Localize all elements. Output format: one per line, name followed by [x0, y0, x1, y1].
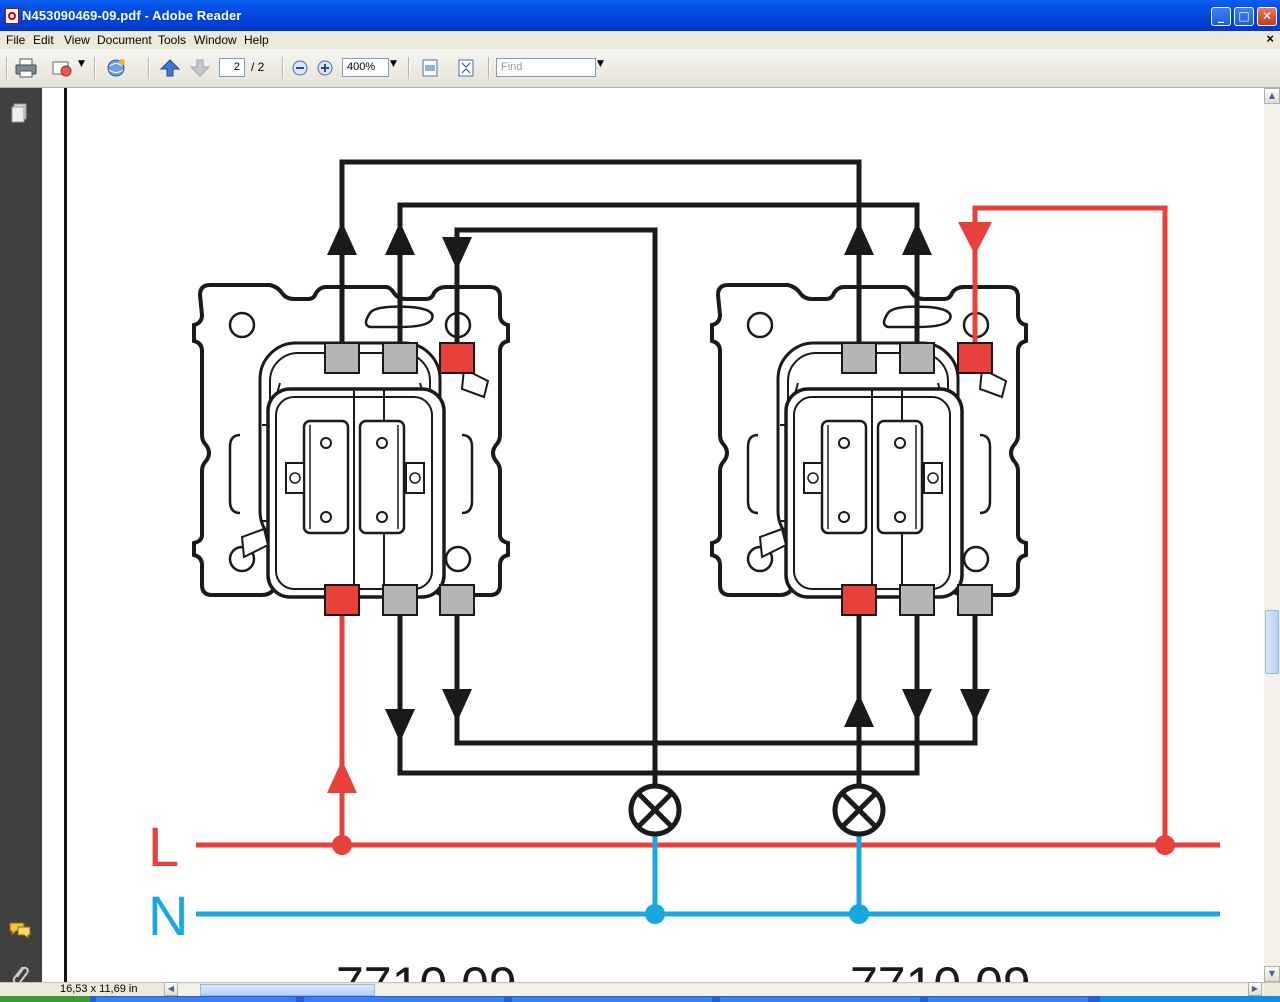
- lamp-1: [628, 783, 682, 837]
- direction-arrows: [327, 222, 990, 742]
- maximize-button[interactable]: □: [1234, 7, 1254, 26]
- left-switch-code: 7710 09: [336, 957, 517, 982]
- status-bar: 16,53 x 11,69 in ◀ ▶: [0, 982, 1280, 997]
- horizontal-scroll-thumb[interactable]: [200, 984, 375, 996]
- live-wires: [196, 205, 1220, 848]
- comments-icon[interactable]: [8, 920, 32, 940]
- page-number-input[interactable]: 2: [219, 58, 245, 77]
- menu-document[interactable]: Document: [97, 33, 152, 47]
- toolbar-separator: [148, 57, 150, 79]
- neutral-label: N: [148, 884, 188, 947]
- attachments-icon[interactable]: [9, 962, 31, 986]
- right-switch-code: 7710 09: [850, 957, 1031, 982]
- page-left-edge: [64, 88, 67, 982]
- taskbar-button[interactable]: [96, 997, 296, 1002]
- toolbar-separator: [488, 57, 490, 79]
- close-button[interactable]: ✕: [1257, 7, 1277, 26]
- find-input[interactable]: Find: [496, 58, 596, 77]
- scroll-up-icon[interactable]: ▲: [1264, 88, 1280, 104]
- live-junction: [332, 835, 352, 855]
- search-web-icon[interactable]: [104, 57, 128, 79]
- system-tray: [1100, 996, 1280, 1002]
- right-double-switch: [710, 283, 1028, 599]
- fit-page-icon[interactable]: [454, 57, 478, 79]
- toolbar-separator: [408, 57, 410, 79]
- previous-page-icon[interactable]: [158, 57, 182, 79]
- window-title: N453090469-09.pdf - Adobe Reader: [22, 8, 242, 23]
- email-pdf-icon[interactable]: [50, 57, 74, 79]
- taskbar-button[interactable]: [304, 997, 504, 1002]
- zoom-in-icon[interactable]: [315, 57, 335, 79]
- find-dropdown-icon[interactable]: ▼: [597, 59, 604, 69]
- document-close-icon[interactable]: ×: [1266, 31, 1274, 46]
- toolbar-separator: [282, 57, 284, 79]
- live-junction: [1155, 835, 1175, 855]
- taskbar-button[interactable]: [720, 997, 920, 1002]
- live-arrows: [327, 222, 992, 793]
- menu-bar: File Edit View Document Tools Window Hel…: [0, 31, 1280, 49]
- menu-edit[interactable]: Edit: [33, 33, 54, 47]
- menu-window[interactable]: Window: [194, 33, 237, 47]
- horizontal-scrollbar[interactable]: ◀ ▶: [164, 982, 1264, 996]
- taskbar-button[interactable]: [512, 997, 712, 1002]
- page-total: / 2: [251, 60, 265, 74]
- navigation-panel: [0, 88, 42, 985]
- toolbar-grip: [6, 57, 8, 79]
- print-icon[interactable]: [14, 57, 38, 79]
- zoom-dropdown-icon[interactable]: ▼: [390, 59, 397, 69]
- email-dropdown-icon[interactable]: ▼: [78, 59, 85, 69]
- menu-help[interactable]: Help: [244, 33, 269, 47]
- scroll-down-icon[interactable]: ▼: [1264, 966, 1280, 982]
- scroll-left-icon[interactable]: ◀: [164, 982, 178, 996]
- zoom-out-icon[interactable]: [290, 57, 310, 79]
- vertical-scroll-thumb[interactable]: [1265, 610, 1279, 674]
- neutral-junction: [645, 904, 665, 924]
- taskbar-button[interactable]: [928, 997, 1088, 1002]
- pages-icon[interactable]: [9, 102, 31, 124]
- pdf-document-icon: [5, 8, 19, 24]
- zoom-level-input[interactable]: 400%: [342, 58, 389, 77]
- start-button[interactable]: [0, 996, 90, 1002]
- terminals: [324, 342, 993, 616]
- minimize-button[interactable]: _: [1211, 7, 1231, 26]
- next-page-icon[interactable]: [188, 57, 212, 79]
- toolbar: ▼ 2 / 2 400% ▼ Find ▼: [0, 49, 1280, 88]
- left-double-switch: [192, 283, 510, 599]
- title-bar: N453090469-09.pdf - Adobe Reader _ □ ✕: [0, 0, 1280, 31]
- scroll-right-icon[interactable]: ▶: [1248, 982, 1262, 996]
- neutral-junction: [849, 904, 869, 924]
- menu-view[interactable]: View: [64, 33, 90, 47]
- page-size-readout: 16,53 x 11,69 in: [60, 983, 138, 995]
- wiring-diagram: L N 7710 09 7710 09: [148, 159, 1220, 982]
- fit-width-icon[interactable]: [418, 57, 442, 79]
- os-taskbar: [0, 996, 1280, 1002]
- toolbar-separator: [94, 57, 96, 79]
- line-label: L: [148, 815, 179, 878]
- document-view[interactable]: L N 7710 09 7710 09: [42, 88, 1264, 982]
- menu-file[interactable]: File: [6, 33, 26, 47]
- vertical-scrollbar[interactable]: ▲ ▼: [1264, 88, 1280, 982]
- lamp-2: [832, 783, 886, 837]
- neutral-wires: [196, 836, 1220, 917]
- menu-tools[interactable]: Tools: [158, 33, 187, 47]
